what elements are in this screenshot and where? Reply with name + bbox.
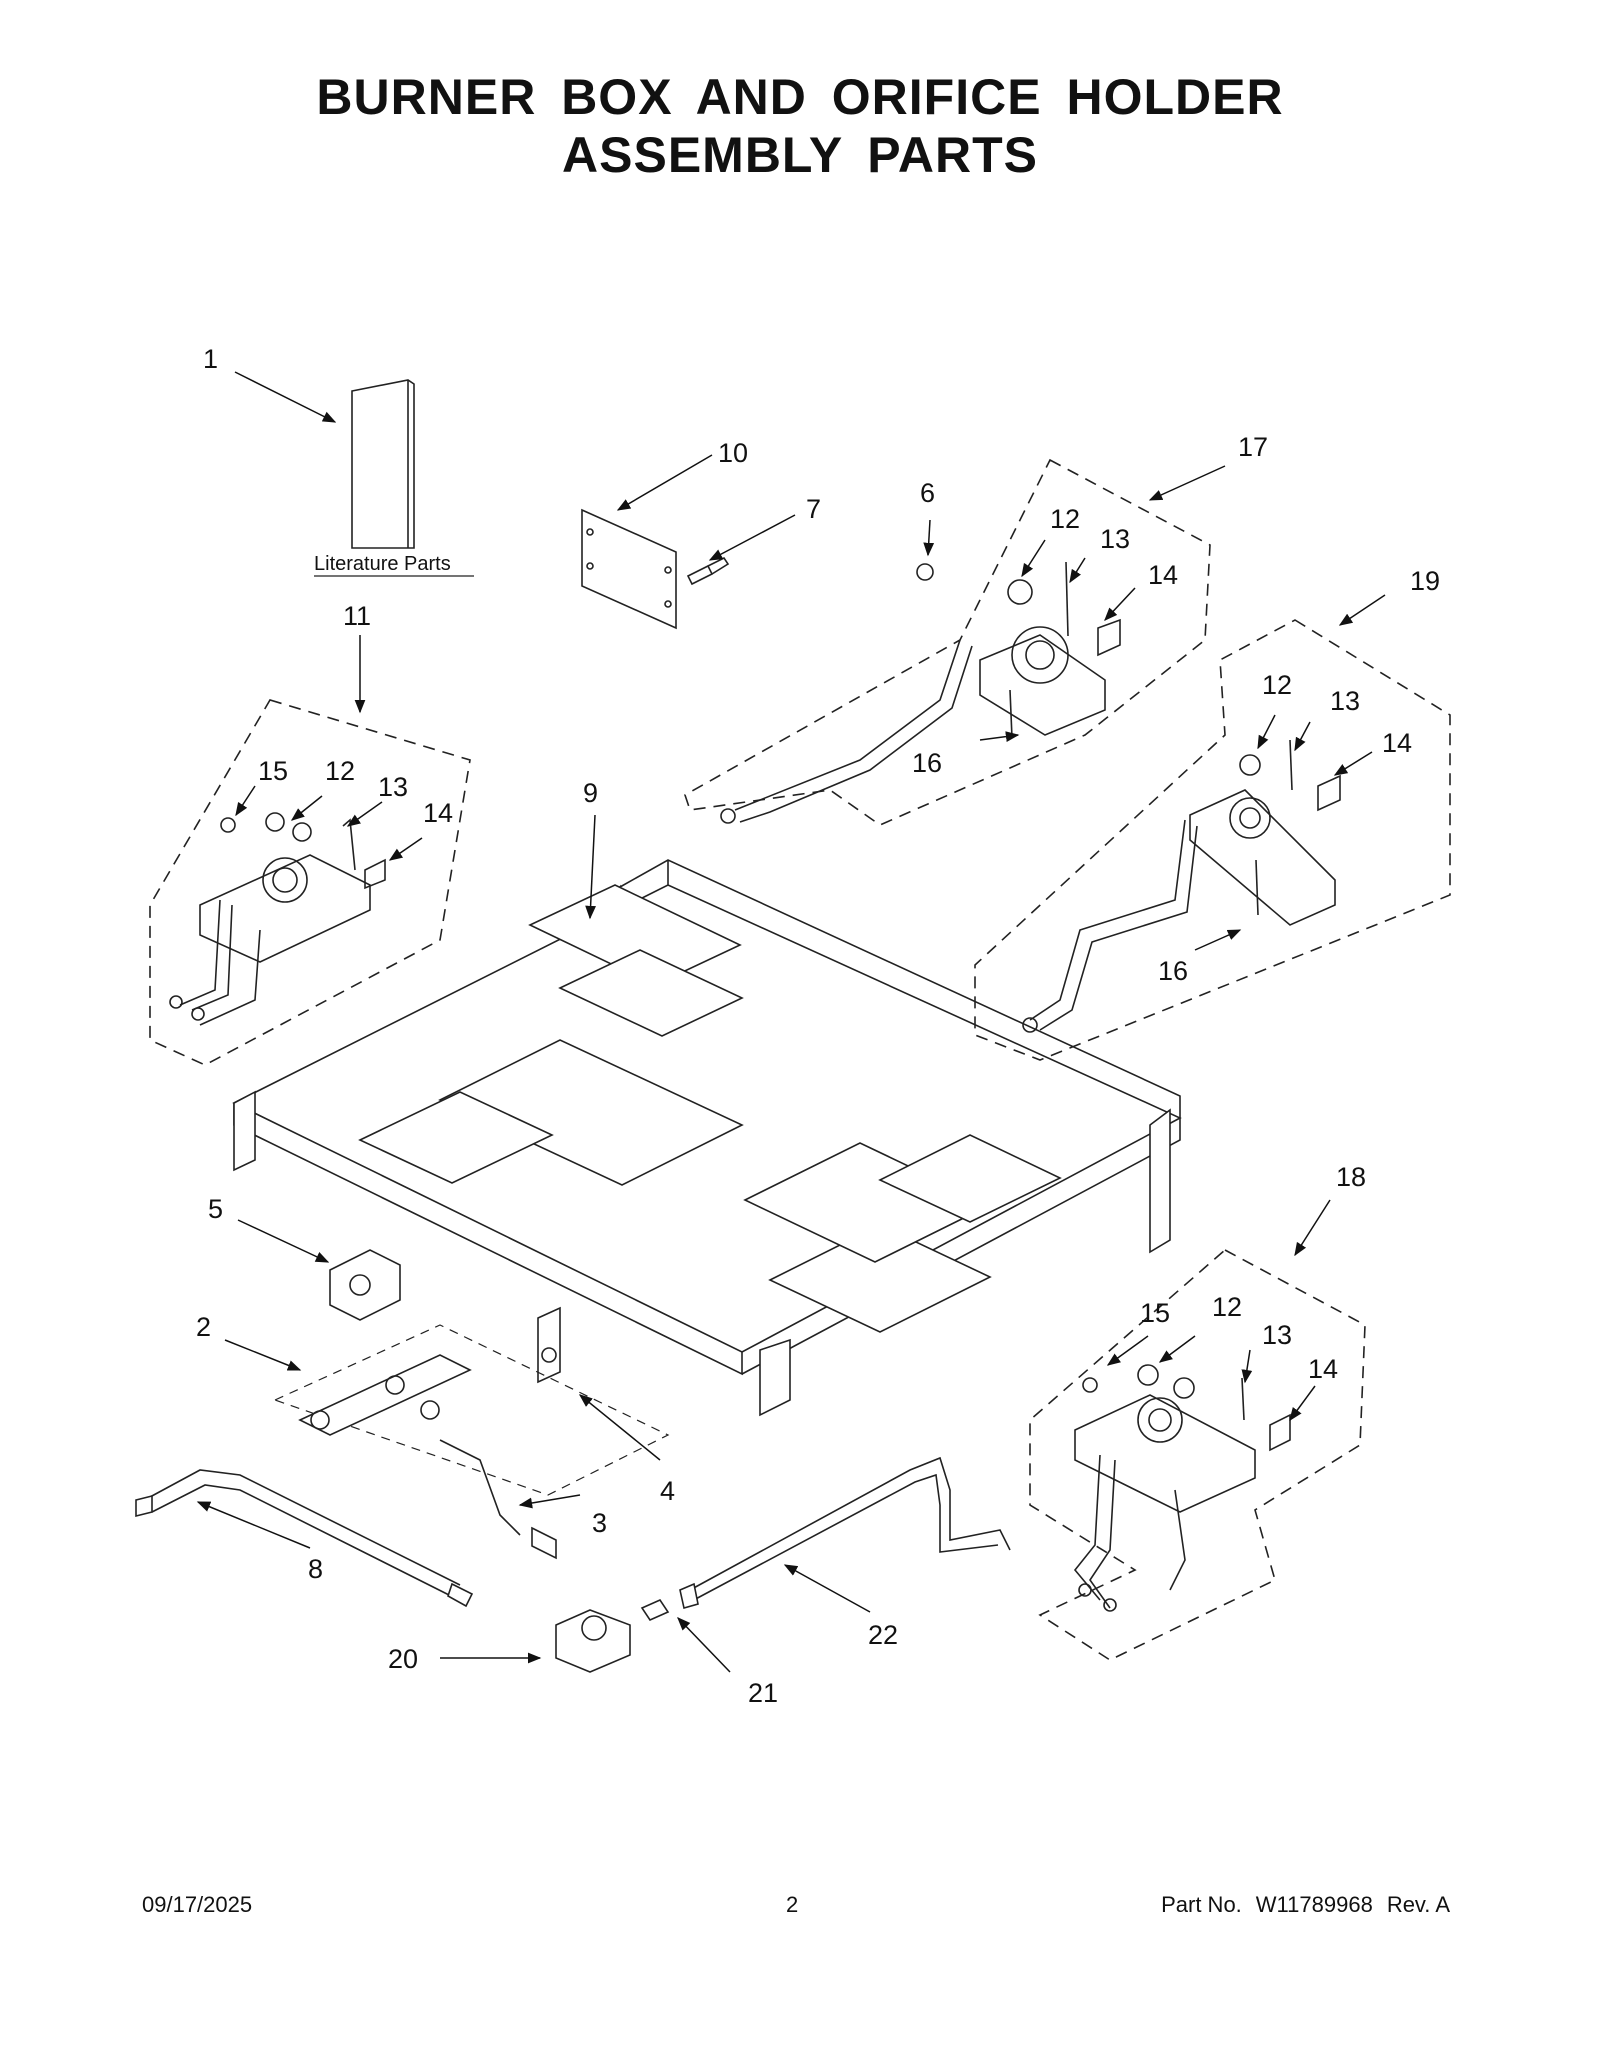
gas-tube-part-22: [679, 1456, 1011, 1610]
callout-17-14: 14: [1148, 560, 1178, 590]
callout-22: 22: [868, 1620, 898, 1650]
callout-11-15: 15: [258, 756, 288, 786]
callout-19-14: 14: [1382, 728, 1412, 758]
callout-9: 9: [583, 778, 598, 808]
revision: Rev. A: [1386, 1892, 1450, 1917]
footer-part-number: Part No. W11789968 Rev. A: [1147, 1892, 1450, 1918]
callout-18-14: 14: [1308, 1354, 1338, 1384]
valve-part-5: [329, 1249, 401, 1321]
gas-tube-part-8: [135, 1469, 474, 1608]
part-label: Part No.: [1161, 1892, 1242, 1917]
page-title: BURNER BOX AND ORIFICE HOLDER ASSEMBLY P…: [0, 68, 1600, 184]
callout-11: 11: [343, 601, 371, 631]
footer-page-number: 2: [786, 1892, 799, 1917]
callout-1: 1: [203, 344, 218, 374]
callout-19-16: 16: [1158, 956, 1188, 986]
control-bracket-plate: [581, 508, 677, 630]
manifold-assembly: [273, 1324, 670, 1560]
callout-17-12: 12: [1050, 504, 1080, 534]
callout-19-12: 12: [1262, 670, 1292, 700]
title-line-1: BURNER BOX AND ORIFICE HOLDER: [316, 69, 1284, 125]
footer-date: 09/17/2025: [142, 1892, 253, 1917]
callout-11-14: 14: [423, 798, 453, 828]
fitting-part-21: [640, 1598, 670, 1622]
burner-group-11-parts: [169, 812, 386, 1026]
burner-group-19-outline: [974, 619, 1451, 1061]
burner-group-17-outline: [684, 458, 1211, 826]
callout-20: 20: [388, 1644, 418, 1674]
callout-17-13: 13: [1100, 524, 1130, 554]
callout-18-13: 13: [1262, 1320, 1292, 1350]
literature-parts-label: Literature Parts: [314, 553, 451, 575]
callout-21: 21: [748, 1678, 778, 1708]
callout-8: 8: [308, 1554, 323, 1584]
callout-18-15: 15: [1140, 1298, 1170, 1328]
burner-group-11-outline: [149, 699, 471, 1066]
callout-4: 4: [660, 1476, 675, 1506]
title-line-2: ASSEMBLY PARTS: [562, 127, 1038, 183]
callout-3: 3: [592, 1508, 607, 1538]
burner-box: [232, 859, 1182, 1417]
callout-2: 2: [196, 1312, 211, 1342]
regulator-part-20: [555, 1609, 631, 1673]
callout-6: 6: [920, 478, 935, 508]
callout-11-13: 13: [378, 772, 408, 802]
burner-group-17-parts: [720, 561, 1121, 824]
part-number: W11789968: [1255, 1892, 1373, 1917]
callout-17-16: 16: [912, 748, 942, 778]
callout-18: 18: [1336, 1162, 1366, 1192]
callout-17: 17: [1238, 432, 1268, 462]
screw-part-7: [686, 556, 730, 586]
burner-group-19-parts: [1022, 739, 1341, 1033]
callout-19: 19: [1410, 566, 1440, 596]
callout-11-12: 12: [325, 756, 355, 786]
leader-arrows: [196, 371, 1386, 1673]
callout-19-13: 13: [1330, 686, 1360, 716]
burner-group-18-parts: [1073, 1364, 1291, 1612]
literature-booklet: [314, 379, 474, 577]
callout-5: 5: [208, 1194, 223, 1224]
callout-10: 10: [718, 438, 748, 468]
callout-7: 7: [806, 494, 821, 524]
callout-18-12: 12: [1212, 1292, 1242, 1322]
